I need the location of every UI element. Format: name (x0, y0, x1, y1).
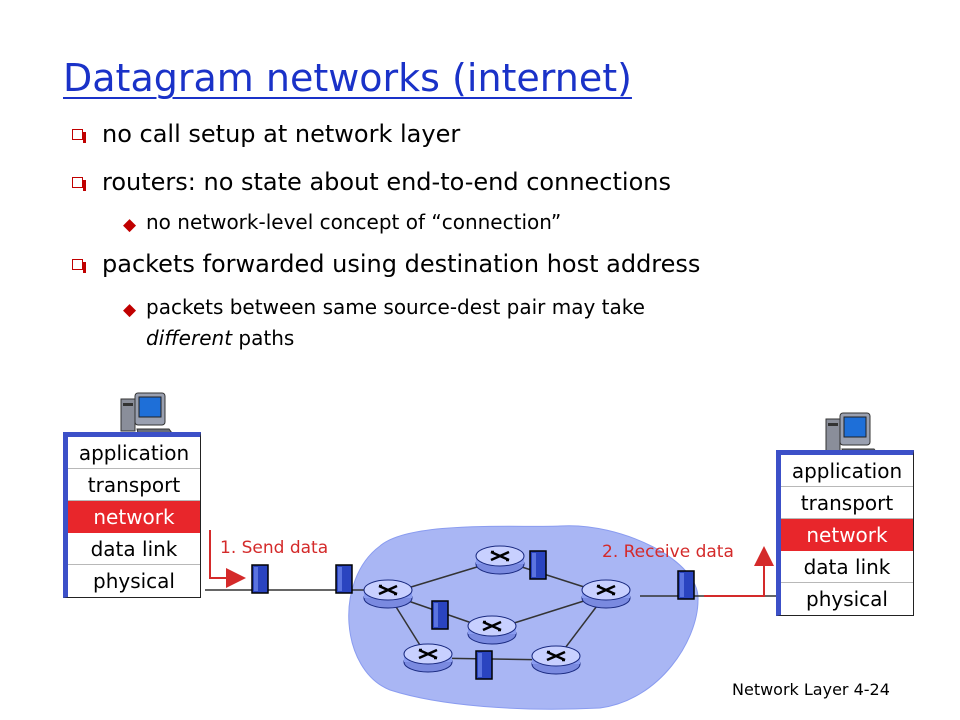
bullet-marker-icon (72, 177, 86, 191)
sub-bullet-2-continuation: different paths (146, 326, 294, 350)
layer-application: application (781, 455, 913, 487)
send-data-label: 1. Send data (220, 538, 329, 558)
slide-footer: Network Layer 4-24 (732, 680, 890, 699)
italic-word: different (146, 326, 233, 350)
sub-bullet-marker-icon: ◆ (123, 215, 137, 235)
stack-frame: application transport network data link … (63, 432, 201, 598)
layer-physical: physical (781, 583, 913, 615)
router-icon (530, 644, 582, 676)
bullet-marker-icon (72, 259, 86, 273)
bullet-text: routers: no state about end-to-end conne… (102, 168, 671, 196)
bullet-text: no call setup at network layer (102, 120, 461, 148)
right-protocol-stack: application transport network data link … (776, 450, 914, 616)
router-icon (580, 578, 632, 610)
layer-network: network (68, 501, 200, 533)
router-icon (474, 544, 526, 576)
layer-data-link: data link (781, 551, 913, 583)
stack-frame: application transport network data link … (776, 450, 914, 616)
layer-transport: transport (781, 487, 913, 519)
continuation-text: paths (232, 326, 295, 350)
sub-bullet-marker-icon: ◆ (123, 300, 137, 320)
bullet-text: packets forwarded using destination host… (102, 250, 701, 278)
packet-icon (335, 564, 353, 594)
router-icon (402, 642, 454, 674)
layer-physical: physical (68, 565, 200, 597)
router-icon (362, 578, 414, 610)
send-arrow (209, 530, 246, 588)
packet-icon (251, 564, 269, 594)
layer-transport: transport (68, 469, 200, 501)
sub-bullet-text: no network-level concept of “connection” (146, 210, 562, 234)
sub-bullet-1: ◆ no network-level concept of “connectio… (123, 210, 562, 235)
sub-bullet-2: ◆ packets between same source-dest pair … (123, 295, 645, 320)
layer-application: application (68, 437, 200, 469)
left-protocol-stack: application transport network data link … (63, 432, 201, 598)
slide-title: Datagram networks (internet) (63, 56, 632, 100)
packet-icon (529, 550, 547, 580)
receive-data-label: 2. Receive data (602, 542, 734, 562)
sub-bullet-text: packets between same source-dest pair ma… (146, 295, 645, 319)
packet-icon (677, 570, 695, 600)
layer-network: network (781, 519, 913, 551)
layer-data-link: data link (68, 533, 200, 565)
packet-icon (431, 600, 449, 630)
bullet-marker-icon (72, 129, 86, 143)
receive-arrow (704, 546, 774, 597)
left-computer-icon (120, 392, 176, 438)
router-icon (466, 614, 518, 646)
packet-icon (475, 650, 493, 680)
